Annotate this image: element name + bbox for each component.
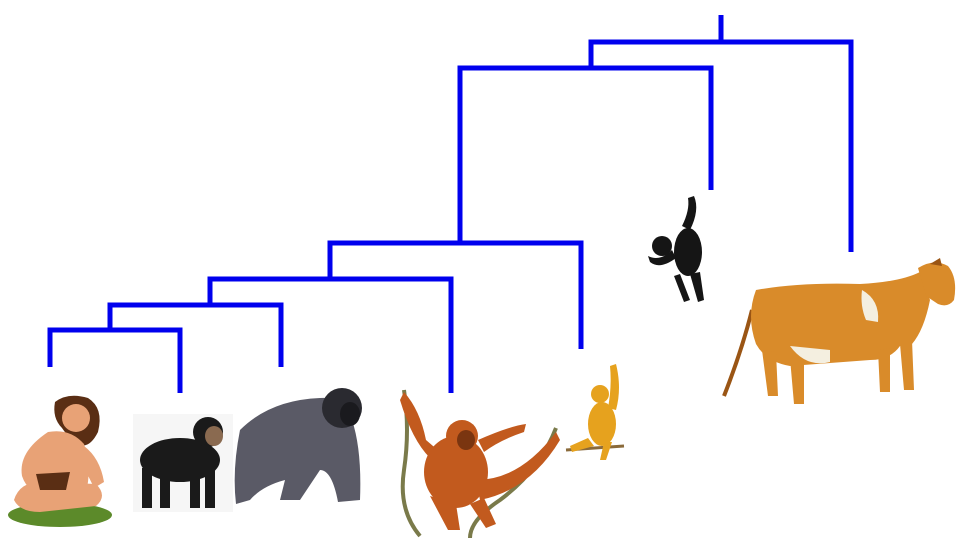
golden-gibbon-head bbox=[591, 385, 609, 403]
black-gibbon-body bbox=[674, 228, 702, 276]
golden-gibbon-icon bbox=[566, 364, 624, 460]
chimpanzee-icon bbox=[133, 414, 233, 512]
human-head bbox=[62, 404, 90, 432]
root-split-branch bbox=[591, 42, 851, 252]
cow-icon bbox=[724, 258, 955, 404]
human-loincloth bbox=[36, 472, 70, 490]
gorilla-face bbox=[340, 402, 360, 426]
cow-tail bbox=[724, 310, 752, 396]
golden-gibbon-arm bbox=[608, 364, 619, 410]
black-gibbon-arm bbox=[682, 196, 696, 230]
orangutan-branch bbox=[210, 279, 451, 393]
great-ape-lesser-ape-branch bbox=[330, 243, 581, 349]
chimpanzee-leg-1 bbox=[142, 468, 152, 508]
orangutan-face bbox=[457, 430, 475, 450]
chimpanzee-leg-2 bbox=[160, 470, 170, 508]
chimpanzee-arm-1 bbox=[190, 466, 200, 508]
primate-split-branch bbox=[460, 68, 711, 242]
tree-branches bbox=[50, 15, 851, 393]
human-chimp-branch bbox=[50, 330, 180, 393]
chimpanzee-arm-2 bbox=[205, 462, 215, 508]
golden-gibbon-body bbox=[588, 402, 616, 446]
orangutan-icon bbox=[400, 390, 560, 538]
orangutan-arm-right bbox=[478, 424, 526, 452]
gorilla-branch bbox=[110, 305, 281, 367]
black-gibbon-icon bbox=[648, 196, 704, 302]
chimpanzee-face bbox=[205, 426, 223, 446]
human-icon bbox=[8, 396, 112, 527]
gorilla-icon bbox=[235, 388, 362, 504]
